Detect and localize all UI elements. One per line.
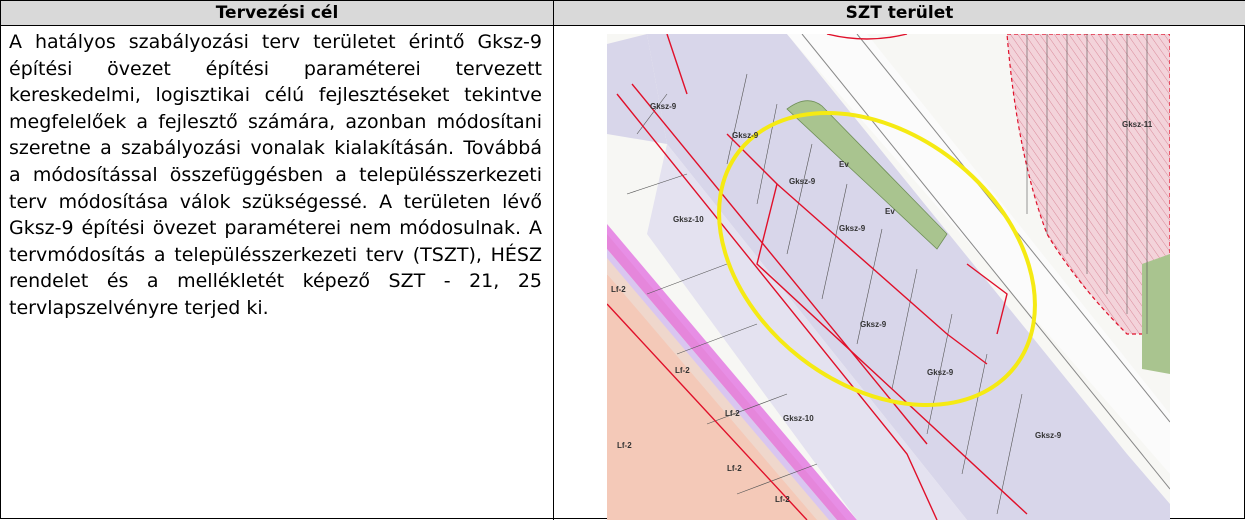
map-label: Lf-2	[611, 285, 626, 294]
szt-map-image: Gksz-9 Gksz-9 Gksz-9 Gksz-9 Gksz-9 Gksz-…	[607, 34, 1170, 520]
column-divider	[553, 1, 554, 520]
map-label: Lf-2	[675, 366, 690, 375]
szt-map: Gksz-9 Gksz-9 Gksz-9 Gksz-9 Gksz-9 Gksz-…	[607, 34, 1170, 520]
map-label: Gksz-9	[860, 320, 887, 329]
map-label: Lf-2	[725, 409, 740, 418]
map-label: Gksz-9	[927, 368, 954, 377]
map-label: Ev	[839, 160, 849, 169]
map-label: Gksz-9	[732, 131, 759, 140]
map-label: Lf-2	[727, 464, 742, 473]
header-szt-area: SZT terület	[554, 1, 1245, 26]
map-label: Gksz-11	[1122, 120, 1153, 129]
map-label: Ev	[885, 207, 895, 216]
green-zone-right	[1142, 254, 1170, 374]
map-label: Gksz-9	[1035, 431, 1062, 440]
map-label: Gksz-10	[673, 215, 704, 224]
planning-goal-text: A hatályos szabályozási terv területet é…	[9, 31, 542, 319]
map-label: Gksz-9	[650, 102, 677, 111]
map-label: Gksz-9	[839, 224, 866, 233]
magenta-band	[607, 224, 857, 520]
header-planning-goal: Tervezési cél	[1, 1, 554, 26]
ev-zone	[786, 100, 948, 250]
map-label: Lf-2	[775, 495, 790, 504]
map-label: Gksz-9	[789, 177, 816, 186]
gksz11-zone	[1006, 34, 1170, 335]
highlight-ellipse	[717, 111, 1037, 407]
map-label: Gksz-10	[783, 414, 814, 423]
map-label: Lf-2	[617, 441, 632, 450]
road	[787, 34, 1170, 474]
gksz9-zone	[647, 34, 1170, 520]
